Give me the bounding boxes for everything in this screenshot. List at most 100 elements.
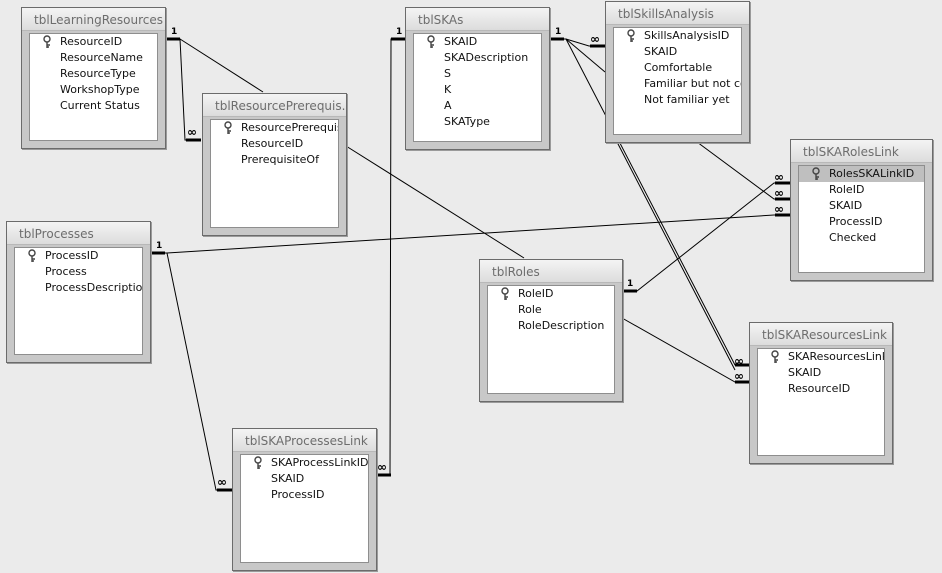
rel-roles-roles-link xyxy=(622,182,790,292)
field-row[interactable]: SKAResourcesLinkII xyxy=(758,349,884,365)
field-row-selected[interactable]: RolesSKALinkID xyxy=(799,166,924,182)
table-roles[interactable]: tblRoles RoleID Role RoleDescription xyxy=(479,259,623,402)
table-ska-processes-link[interactable]: tblSKAProcessesLink SKAProcessLinkID SKA… xyxy=(232,428,377,571)
table-title[interactable]: tblSKARolesLink xyxy=(791,140,932,163)
table-title[interactable]: tblResourcePrerequis... xyxy=(203,94,346,117)
field-list[interactable]: RolesSKALinkID RoleID SKAID ProcessID Ch… xyxy=(798,165,925,273)
one-label: 1 xyxy=(171,27,178,37)
field-name: S xyxy=(444,67,451,80)
field-row[interactable]: SKAID xyxy=(758,365,884,381)
primary-key-icon xyxy=(427,35,435,49)
field-list[interactable]: RoleID Role RoleDescription xyxy=(487,285,615,394)
table-title[interactable]: tblLearningResources xyxy=(22,8,165,31)
field-row[interactable]: ProcessID xyxy=(241,487,368,503)
field-row[interactable]: ResourceName xyxy=(30,50,157,66)
field-row[interactable]: RoleID xyxy=(488,286,614,302)
field-row[interactable]: SKAID xyxy=(799,198,924,214)
field-row[interactable]: Familiar but not co xyxy=(614,76,741,92)
table-ska-resources-link[interactable]: tblSKAResourcesLink SKAResourcesLinkII S… xyxy=(749,322,893,464)
rel-processes-processes-link xyxy=(166,252,232,491)
table-title[interactable]: tblProcesses xyxy=(7,222,150,245)
field-row[interactable]: A xyxy=(414,98,541,114)
one-label: 1 xyxy=(627,279,634,289)
primary-key-icon xyxy=(43,35,51,49)
rel-skas-roles-link xyxy=(565,38,606,73)
field-name: ResourceName xyxy=(60,51,143,64)
field-list[interactable]: ResourceID ResourceName ResourceType Wor… xyxy=(29,33,158,141)
field-row[interactable]: SKAID xyxy=(614,44,741,60)
primary-key-icon xyxy=(254,456,262,470)
field-list[interactable]: SKAProcessLinkID SKAID ProcessID xyxy=(240,454,369,563)
field-name: RoleID xyxy=(829,183,865,196)
field-row[interactable]: ResourceID xyxy=(211,136,338,152)
many-label: ∞ xyxy=(734,354,744,368)
field-name: PrerequisiteOf xyxy=(241,153,319,166)
field-row[interactable]: Role xyxy=(488,302,614,318)
field-row[interactable]: ProcessID xyxy=(799,214,924,230)
field-row[interactable]: S xyxy=(414,66,541,82)
field-row[interactable]: ResourceType xyxy=(30,66,157,82)
field-list[interactable]: SKAResourcesLinkII SKAID ResourceID xyxy=(757,348,885,456)
field-row[interactable]: ResourceID xyxy=(30,34,157,50)
field-list[interactable]: SKAID SKADescription S K A SKAType xyxy=(413,33,542,142)
field-name: SKADescription xyxy=(444,51,529,64)
field-row[interactable]: SKADescription xyxy=(414,50,541,66)
table-title[interactable]: tblSKAResourcesLink xyxy=(750,323,892,346)
primary-key-icon xyxy=(224,121,232,135)
table-title[interactable]: tblSKAProcessesLink xyxy=(233,429,376,452)
field-name: ResourcePrerequisi xyxy=(241,121,339,134)
primary-key-icon xyxy=(812,167,820,181)
field-row[interactable]: RoleDescription xyxy=(488,318,614,334)
field-row[interactable]: RoleID xyxy=(799,182,924,198)
table-skills-analysis[interactable]: tblSkillsAnalysis SkillsAnalysisID SKAID… xyxy=(605,1,750,143)
field-list[interactable]: ResourcePrerequisi ResourceID Prerequisi… xyxy=(210,119,339,228)
one-label: 1 xyxy=(156,241,163,251)
field-row[interactable]: SkillsAnalysisID xyxy=(614,28,741,44)
table-title[interactable]: tblRoles xyxy=(480,260,622,283)
many-label: ∞ xyxy=(774,186,784,200)
field-name: SKAResourcesLinkII xyxy=(788,350,885,363)
field-row[interactable]: PrerequisiteOf xyxy=(211,152,338,168)
table-title[interactable]: tblSkillsAnalysis xyxy=(606,2,749,25)
many-label: ∞ xyxy=(187,125,197,139)
field-name: SKAID xyxy=(444,35,478,48)
field-list[interactable]: ProcessID Process ProcessDescription xyxy=(14,247,143,355)
field-row[interactable]: WorkshopType xyxy=(30,82,157,98)
field-name: SKAType xyxy=(444,115,490,128)
many-label: ∞ xyxy=(774,170,784,184)
many-label: ∞ xyxy=(590,32,600,46)
table-ska-roles-link[interactable]: tblSKARolesLink RolesSKALinkID RoleID SK… xyxy=(790,139,933,281)
field-row[interactable]: SKAID xyxy=(414,34,541,50)
field-row[interactable]: ProcessDescription xyxy=(15,280,142,296)
many-label: ∞ xyxy=(734,369,744,383)
table-resource-prerequisites[interactable]: tblResourcePrerequis... ResourcePrerequi… xyxy=(202,93,347,236)
field-row[interactable]: SKAProcessLinkID xyxy=(241,455,368,471)
field-row[interactable]: SKAID xyxy=(241,471,368,487)
field-name: SKAID xyxy=(829,199,863,212)
field-row[interactable]: Process xyxy=(15,264,142,280)
field-row[interactable]: K xyxy=(414,82,541,98)
table-skas[interactable]: tblSKAs SKAID SKADescription S K A SKATy… xyxy=(405,7,550,150)
rel-prereq-roles xyxy=(345,145,525,259)
field-row[interactable]: ResourceID xyxy=(758,381,884,397)
many-label: ∞ xyxy=(377,460,387,474)
field-name: Role xyxy=(518,303,542,316)
field-row[interactable]: Not familiar yet xyxy=(614,92,741,108)
field-name: ProcessID xyxy=(829,215,883,228)
field-list[interactable]: SkillsAnalysisID SKAID Comfortable Famil… xyxy=(613,27,742,135)
table-title[interactable]: tblSKAs xyxy=(406,8,549,31)
field-row[interactable]: ProcessID xyxy=(15,248,142,264)
field-row[interactable]: Checked xyxy=(799,230,924,246)
table-processes[interactable]: tblProcesses ProcessID Process ProcessDe… xyxy=(6,221,151,363)
primary-key-icon xyxy=(28,249,36,263)
field-row[interactable]: ResourcePrerequisi xyxy=(211,120,338,136)
field-row[interactable]: Comfortable xyxy=(614,60,741,76)
field-row[interactable]: Current Status xyxy=(30,98,157,114)
field-row[interactable]: SKAType xyxy=(414,114,541,130)
field-name: ProcessDescription xyxy=(45,281,143,294)
field-name: A xyxy=(444,99,452,112)
rel-skills-resources-link xyxy=(616,141,736,371)
rel-skas-processes-link xyxy=(376,38,405,476)
table-learning-resources[interactable]: tblLearningResources ResourceID Resource… xyxy=(21,7,166,149)
field-name: Comfortable xyxy=(644,61,713,74)
